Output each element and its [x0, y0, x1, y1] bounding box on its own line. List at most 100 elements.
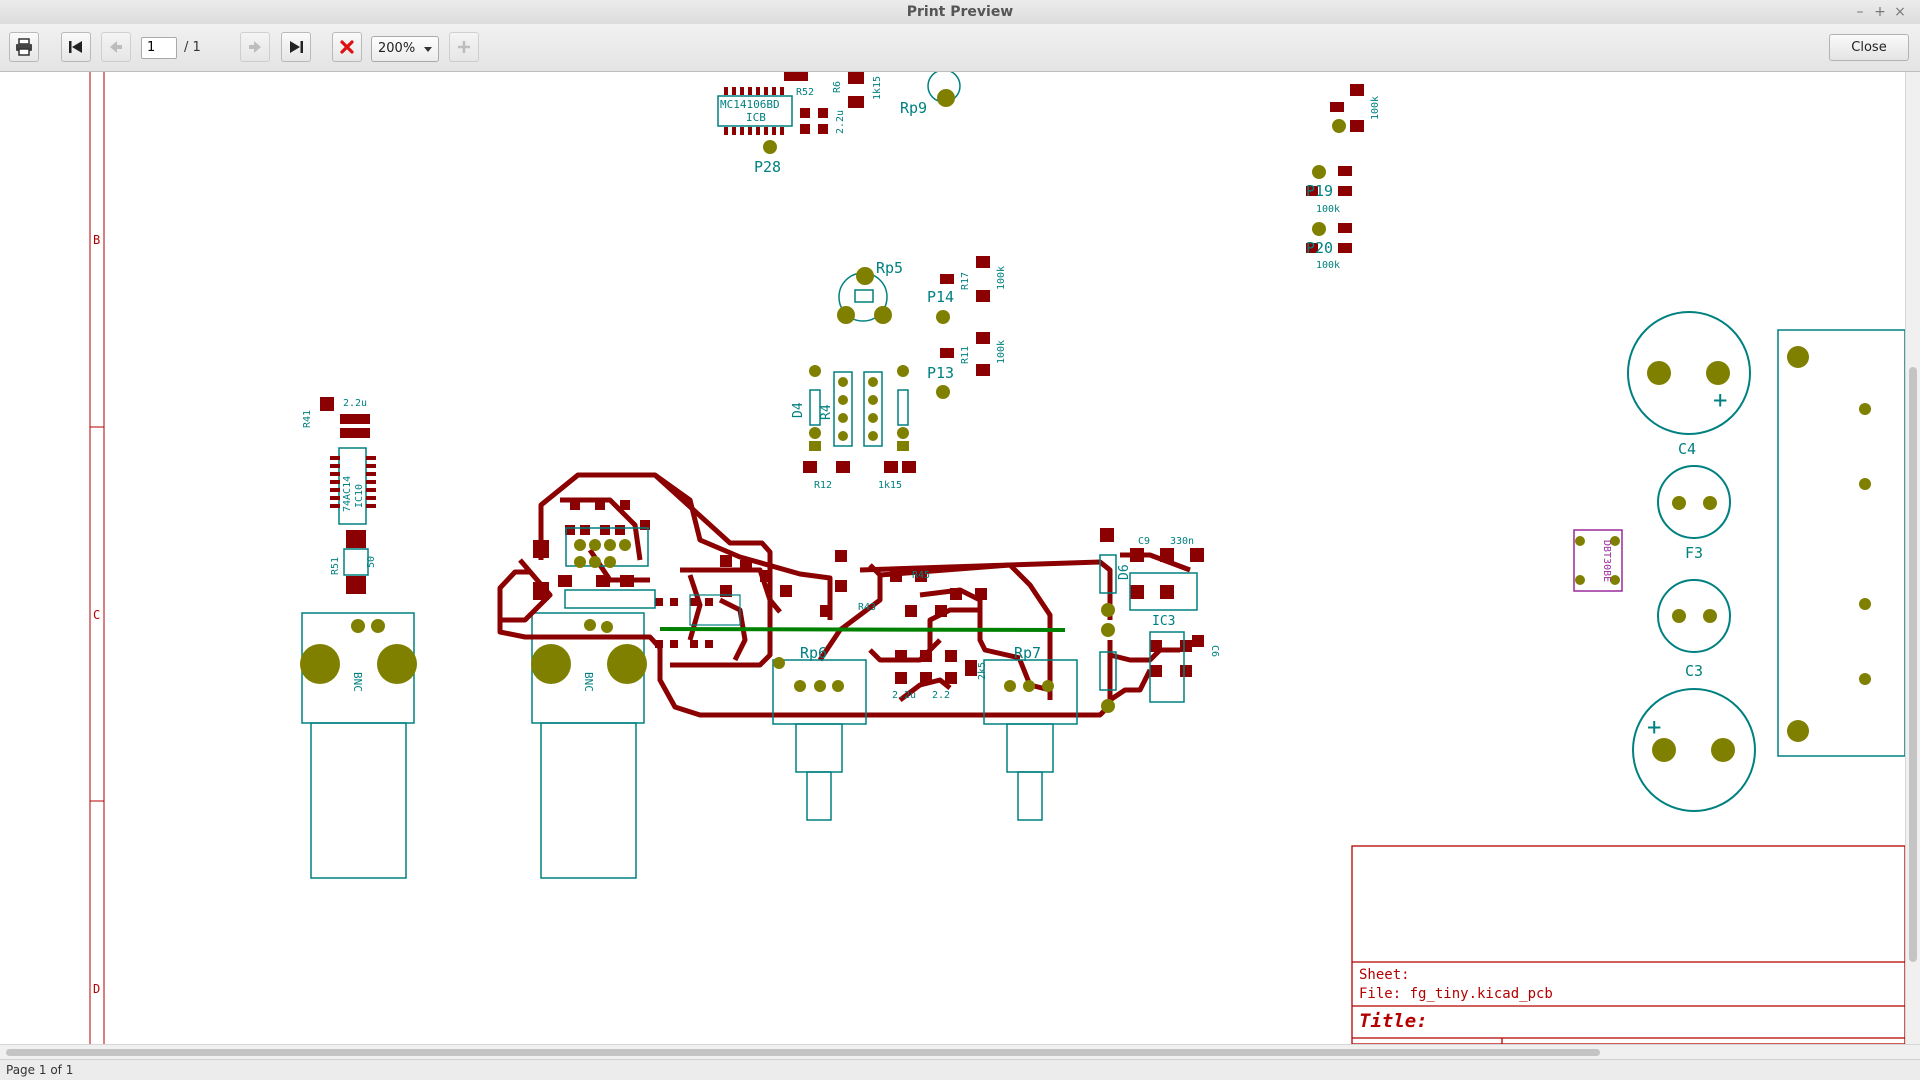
- svg-text:100k: 100k: [1316, 204, 1340, 215]
- printer-icon: [16, 38, 32, 56]
- rp6-pot: Rp6: [772, 644, 867, 821]
- close-window-icon[interactable]: ×: [1894, 4, 1906, 20]
- print-button[interactable]: [9, 32, 39, 62]
- svg-text:R11: R11: [960, 346, 971, 364]
- svg-text:R43: R43: [858, 602, 876, 613]
- svg-text:C3: C3: [1685, 662, 1703, 680]
- right-connector-block: [1777, 329, 1905, 757]
- red-x-icon: [340, 40, 354, 54]
- svg-text:Rp9: Rp9: [900, 99, 927, 117]
- svg-text:D6: D6: [1117, 564, 1132, 580]
- bnc-mid: BNC: [531, 612, 647, 879]
- border-letter-b: B: [93, 233, 100, 247]
- svg-text:C9: C9: [1138, 536, 1150, 547]
- p-connectors-right: 100k P19 100k P20 100k: [1306, 84, 1381, 271]
- arrow-right-icon: [249, 41, 261, 53]
- maximize-icon[interactable]: +: [1874, 4, 1886, 20]
- preview-toolbar: 1 / 1 200% Close: [0, 24, 1920, 72]
- svg-text:50: 50: [366, 556, 377, 568]
- svg-text:Rp7: Rp7: [1014, 644, 1041, 662]
- close-button[interactable]: Close: [1829, 34, 1909, 61]
- svg-text:R4: R4: [819, 404, 834, 420]
- title-block-file: File: fg_tiny.kicad_pcb: [1359, 986, 1553, 1002]
- dbt30be-part: DBT30BE: [1573, 529, 1623, 592]
- zoom-select[interactable]: 200%: [371, 36, 439, 62]
- horizontal-scroll-thumb[interactable]: [6, 1049, 1600, 1056]
- svg-text:P19: P19: [1306, 182, 1333, 200]
- ic8-cluster: [564, 527, 741, 633]
- minimize-icon[interactable]: –: [1856, 4, 1864, 20]
- green-trace: [659, 627, 1066, 632]
- svg-text:2.2u: 2.2u: [892, 690, 916, 701]
- svg-text:D4: D4: [791, 402, 806, 418]
- fuse-f2: [1657, 579, 1731, 653]
- rp5-cluster: Rp5 R17 100k P14 R11 100k P13: [837, 256, 1007, 399]
- svg-text:Rp6: Rp6: [800, 644, 827, 662]
- next-page-button[interactable]: [240, 32, 270, 62]
- page-total-label: / 1: [184, 40, 201, 55]
- svg-text:R17: R17: [960, 272, 971, 290]
- svg-text:C4: C4: [1678, 440, 1696, 458]
- svg-text:DBT30BE: DBT30BE: [1601, 540, 1612, 582]
- fuse-f3: F3: [1657, 465, 1731, 562]
- rp7-pot: Rp7: [983, 644, 1078, 821]
- svg-text:100k: 100k: [996, 340, 1007, 364]
- svg-text:100k: 100k: [996, 266, 1007, 290]
- window-title: Print Preview: [906, 4, 1014, 20]
- ic10-74ac14: 2.2u R41 74AC14 IC10 R51 50: [302, 397, 377, 594]
- zoom-in-button[interactable]: [449, 32, 479, 62]
- svg-text:R45: R45: [912, 570, 930, 581]
- chevron-down-icon: [424, 47, 432, 52]
- svg-text:100k: 100k: [1370, 96, 1381, 120]
- svg-text:Rp5: Rp5: [876, 259, 903, 277]
- copper-traces: [497, 472, 1191, 718]
- print-preview-canvas[interactable]: B C D MC14106BD ICB R52 R6 1k15 2.2u P28…: [0, 72, 1905, 1044]
- skip-first-icon: [69, 41, 82, 53]
- svg-text:BNC: BNC: [582, 672, 595, 692]
- svg-text:1k15: 1k15: [872, 76, 883, 100]
- cancel-preview-button[interactable]: [332, 32, 362, 62]
- border-letter-d: D: [93, 982, 100, 996]
- border-letter-c: C: [93, 608, 100, 622]
- title-block-sheet: Sheet:: [1359, 967, 1410, 983]
- svg-text:R41: R41: [302, 410, 313, 428]
- page-number-input[interactable]: 1: [141, 37, 177, 59]
- horizontal-scrollbar[interactable]: [0, 1044, 1920, 1059]
- zoom-value: 200%: [378, 41, 416, 56]
- svg-text:P28: P28: [754, 158, 781, 176]
- svg-text:2k5: 2k5: [977, 662, 988, 680]
- ic-mc14106bd: MC14106BD ICB R52 R6 1k15 2.2u P28 Rp9: [717, 72, 961, 176]
- title-block-title: Title:: [1359, 1010, 1428, 1032]
- svg-text:2.2: 2.2: [932, 690, 950, 701]
- svg-text:100k: 100k: [1316, 260, 1340, 271]
- status-bar: Page 1 of 1: [0, 1059, 1920, 1080]
- svg-text:R51: R51: [330, 557, 341, 575]
- svg-text:74AC14: 74AC14: [342, 476, 353, 512]
- vertical-scrollbar[interactable]: [1905, 72, 1920, 1044]
- vertical-scroll-thumb[interactable]: [1909, 367, 1917, 962]
- last-page-button[interactable]: [281, 32, 311, 62]
- sheet-border: B C D: [89, 72, 105, 1044]
- svg-text:2.2u: 2.2u: [835, 110, 846, 134]
- arrow-left-icon: [110, 41, 122, 53]
- svg-text:R52: R52: [796, 87, 814, 98]
- svg-text:R12: R12: [814, 480, 832, 491]
- d4-r4-resistors: D4 R4 R12 1k15: [791, 365, 916, 491]
- svg-text:IC3: IC3: [1152, 614, 1175, 629]
- svg-text:MC14106BD: MC14106BD: [720, 98, 780, 111]
- first-page-button[interactable]: [61, 32, 91, 62]
- svg-text:C6: C6: [1209, 645, 1220, 657]
- skip-last-icon: [290, 41, 303, 53]
- plus-icon: [458, 41, 470, 53]
- previous-page-button[interactable]: [101, 32, 131, 62]
- svg-text:P14: P14: [927, 288, 954, 306]
- bnc-left: BNC: [300, 612, 417, 879]
- svg-text:P20: P20: [1306, 239, 1333, 257]
- svg-text:2.2u: 2.2u: [343, 398, 367, 409]
- svg-text:+: +: [1647, 713, 1661, 741]
- svg-text:ICB: ICB: [746, 111, 766, 124]
- svg-text:+: +: [1713, 386, 1727, 414]
- smd-pads: [533, 500, 1204, 684]
- svg-text:P13: P13: [927, 364, 954, 382]
- svg-text:1k15: 1k15: [878, 480, 902, 491]
